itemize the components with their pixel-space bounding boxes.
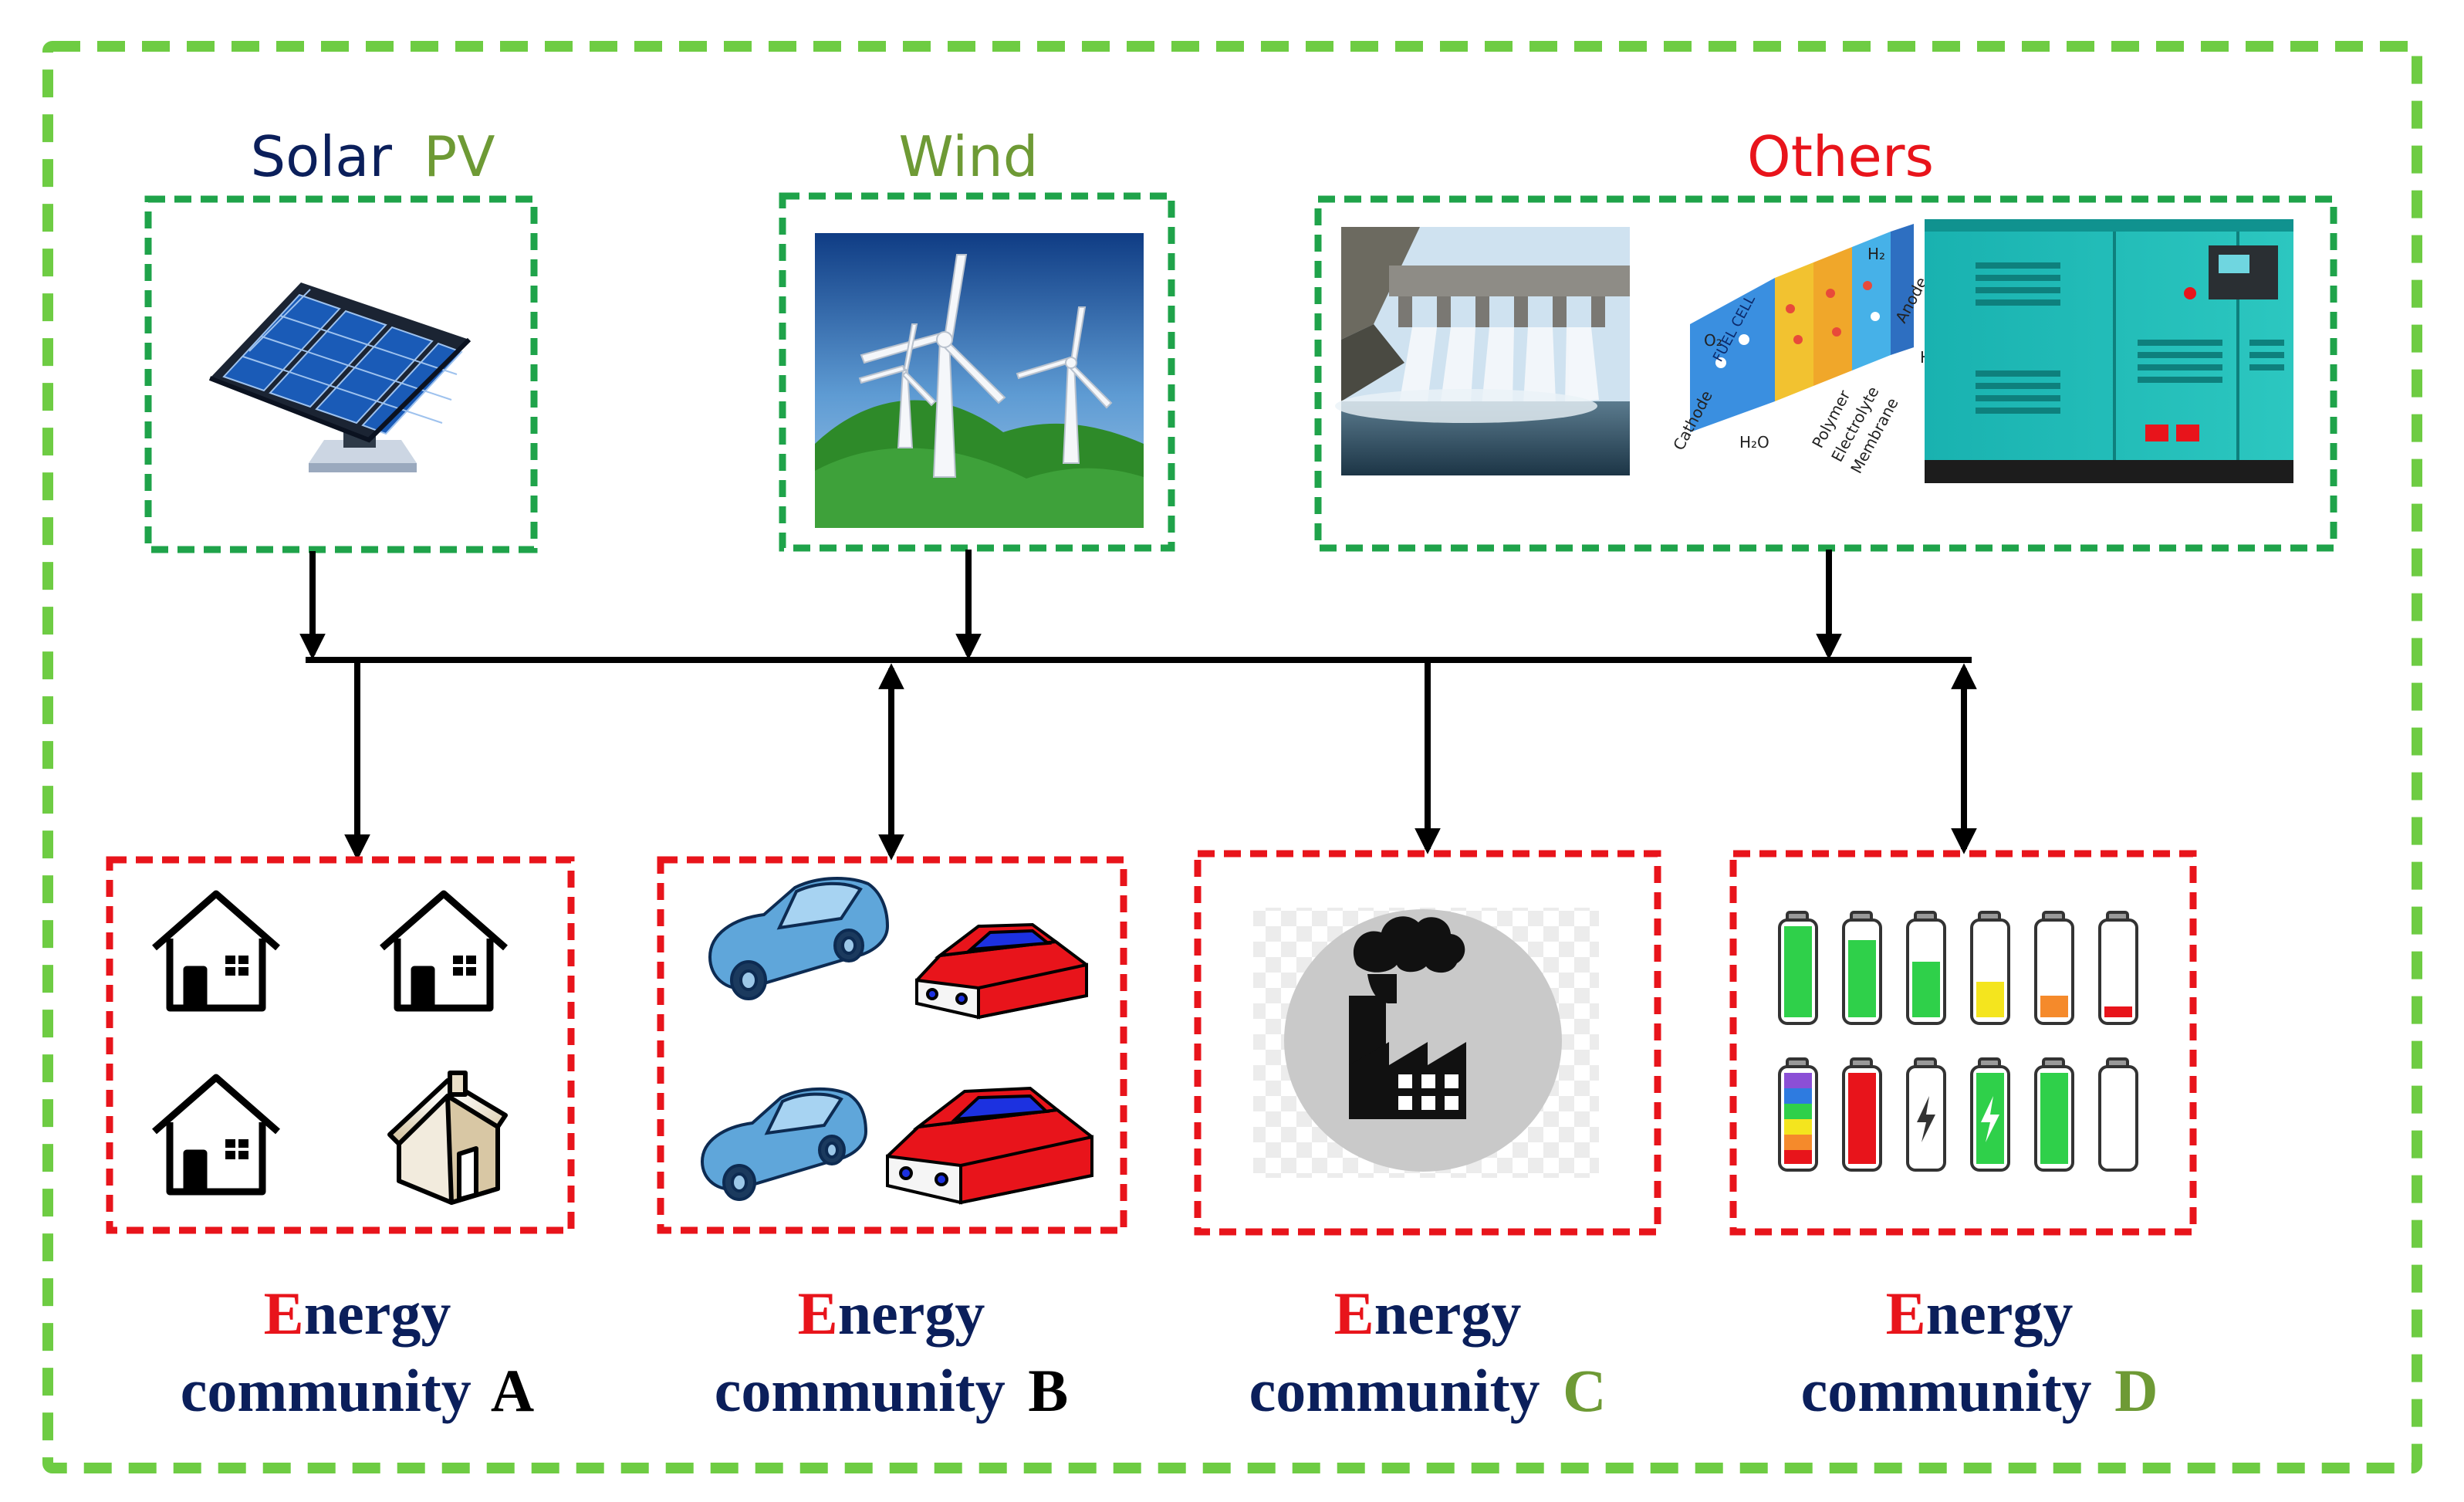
label-wind: Wind xyxy=(899,124,1039,189)
battery-icons xyxy=(1778,911,2138,1172)
label-solar: Solar xyxy=(250,124,392,189)
svg-text:community B: community B xyxy=(715,1357,1069,1424)
house-icon xyxy=(152,1074,280,1196)
car-icon xyxy=(708,877,890,1000)
label-letter: B xyxy=(1028,1357,1068,1424)
label-community: community xyxy=(715,1357,1006,1424)
label-e: E xyxy=(264,1280,304,1347)
fuel-cell-h2-label: H₂ xyxy=(1867,245,1885,263)
source-box-solar xyxy=(144,195,538,553)
community-box-d xyxy=(1729,850,2197,1236)
label-community: community xyxy=(1801,1357,2092,1424)
car-icons xyxy=(700,877,1093,1205)
car-icon xyxy=(915,922,1088,1020)
fuel-cell-o2-label: O₂ xyxy=(1704,331,1722,350)
battery-icon xyxy=(1906,911,1946,1025)
battery-icon xyxy=(1778,911,1818,1025)
diesel-generator-image xyxy=(1925,219,2293,483)
battery-icon xyxy=(1970,911,2010,1025)
svg-text:Energy: Energy xyxy=(798,1280,985,1347)
svg-text:community A: community A xyxy=(181,1357,535,1424)
outer-frame xyxy=(42,41,2422,1473)
svg-text:Energy: Energy xyxy=(264,1280,451,1347)
community-box-b xyxy=(657,856,1127,1234)
hydro-fuelcell-generator-icon: FUEL CELL Cathode Anode Polymer Electrol… xyxy=(1335,219,2293,483)
connection-lines xyxy=(299,550,1977,861)
house-3d-icon xyxy=(387,1071,508,1205)
label-pv: PV xyxy=(424,124,495,189)
car-icon xyxy=(886,1086,1093,1205)
battery-icon xyxy=(2034,911,2074,1025)
battery-icon xyxy=(1906,1057,1946,1172)
battery-icon xyxy=(2034,1057,2074,1172)
battery-icon xyxy=(2098,911,2138,1025)
community-label-b: Energy community B xyxy=(715,1280,1069,1424)
label-e: E xyxy=(798,1280,838,1347)
battery-icon xyxy=(1970,1057,2010,1172)
battery-icon xyxy=(2098,1057,2138,1172)
svg-text:community C: community C xyxy=(1249,1357,1607,1424)
label-e: E xyxy=(1334,1280,1374,1347)
solar-panel-icon xyxy=(208,282,472,472)
battery-icon xyxy=(1778,1057,1818,1172)
svg-text:community D: community D xyxy=(1801,1357,2158,1424)
house-icons xyxy=(152,890,508,1205)
wind-turbine-icon xyxy=(815,233,1144,528)
label-community: community xyxy=(1249,1357,1540,1424)
community-label-c: Energy community C xyxy=(1249,1280,1607,1424)
community-label-d: Energy community D xyxy=(1801,1280,2158,1424)
label-e: E xyxy=(1886,1280,1926,1347)
battery-icon xyxy=(1842,911,1882,1025)
battery-icon xyxy=(1842,1057,1882,1172)
label-letter: C xyxy=(1563,1357,1606,1424)
source-box-wind xyxy=(779,192,1175,552)
house-icon xyxy=(152,890,280,1012)
source-box-others xyxy=(1314,195,2337,552)
svg-text:Energy: Energy xyxy=(1886,1280,2074,1347)
fuel-cell-diagram: FUEL CELL Cathode Anode Polymer Electrol… xyxy=(1669,224,1938,476)
community-label-a: Energy community A xyxy=(181,1280,535,1424)
community-box-a xyxy=(106,856,575,1234)
label-solar-pv: Solar PV xyxy=(250,124,495,189)
car-icon xyxy=(700,1088,868,1201)
label-energy-rest: nergy xyxy=(838,1280,985,1347)
house-icon xyxy=(380,890,508,1012)
hydro-dam-image xyxy=(1335,227,1630,475)
label-others: Others xyxy=(1747,124,1934,189)
label-energy-rest: nergy xyxy=(1926,1280,2074,1347)
label-energy-rest: nergy xyxy=(1374,1280,1522,1347)
factory-icon xyxy=(1253,908,1599,1178)
label-letter: A xyxy=(491,1357,534,1424)
label-letter: D xyxy=(2114,1357,2158,1424)
label-energy-rest: nergy xyxy=(304,1280,451,1347)
svg-text:Energy: Energy xyxy=(1334,1280,1522,1347)
fuel-cell-h2o-label: H₂O xyxy=(1739,433,1769,452)
label-community: community xyxy=(181,1357,472,1424)
